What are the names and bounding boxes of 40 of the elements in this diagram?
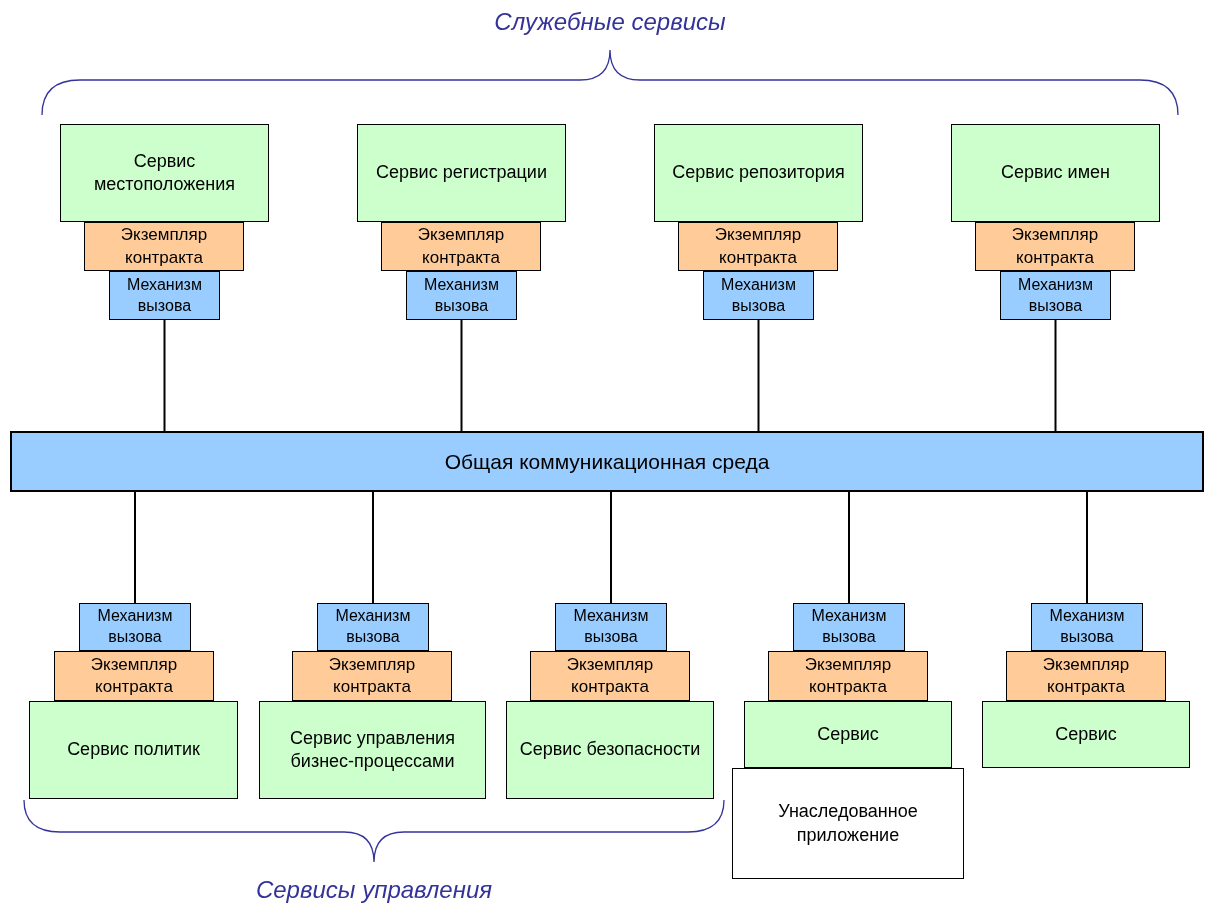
connector-line (1054, 319, 1057, 432)
contract-box: Экземпляр контракта (975, 222, 1135, 271)
connector-line (134, 491, 136, 604)
contract-box: Экземпляр контракта (678, 222, 838, 271)
contract-box: Экземпляр контракта (54, 651, 214, 701)
connector-line (372, 491, 374, 604)
contract-box: Экземпляр контракта (292, 651, 452, 701)
service-box: Сервис управления бизнес-процессами (259, 701, 486, 799)
mechanism-box: Механизм вызова (79, 603, 191, 651)
service-box: Сервис (982, 701, 1190, 768)
mechanism-box: Механизм вызова (703, 271, 814, 320)
service-box: Сервис политик (29, 701, 238, 799)
service-box: Сервис безопасности (506, 701, 714, 799)
mechanism-box: Механизм вызова (109, 271, 220, 320)
service-box: Сервис имен (951, 124, 1160, 222)
contract-box: Экземпляр контракта (768, 651, 928, 701)
connector-line (1086, 491, 1088, 604)
mechanism-box: Механизм вызова (793, 603, 905, 651)
service-box: Сервис регистрации (357, 124, 566, 222)
contract-box: Экземпляр контракта (381, 222, 541, 271)
service-box: Сервис (744, 701, 952, 768)
application-box: Унаследованное приложение (732, 768, 964, 879)
connector-line (757, 319, 760, 432)
bus-bar: Общая коммуникационная среда (10, 431, 1204, 492)
group-title: Сервисы управления (254, 875, 494, 904)
mechanism-box: Механизм вызова (406, 271, 517, 320)
connector-line (460, 319, 463, 432)
mechanism-box: Механизм вызова (555, 603, 667, 651)
connector-line (610, 491, 612, 604)
mechanism-box: Механизм вызова (1031, 603, 1143, 651)
contract-box: Экземпляр контракта (84, 222, 244, 271)
mechanism-box: Механизм вызова (1000, 271, 1111, 320)
contract-box: Экземпляр контракта (530, 651, 690, 701)
contract-box: Экземпляр контракта (1006, 651, 1166, 701)
connector-line (163, 319, 166, 432)
connector-line (848, 491, 850, 604)
service-box: Сервис местоположения (60, 124, 269, 222)
mechanism-box: Механизм вызова (317, 603, 429, 651)
group-title: Служебные сервисы (493, 7, 727, 37)
service-box: Сервис репозитория (654, 124, 863, 222)
